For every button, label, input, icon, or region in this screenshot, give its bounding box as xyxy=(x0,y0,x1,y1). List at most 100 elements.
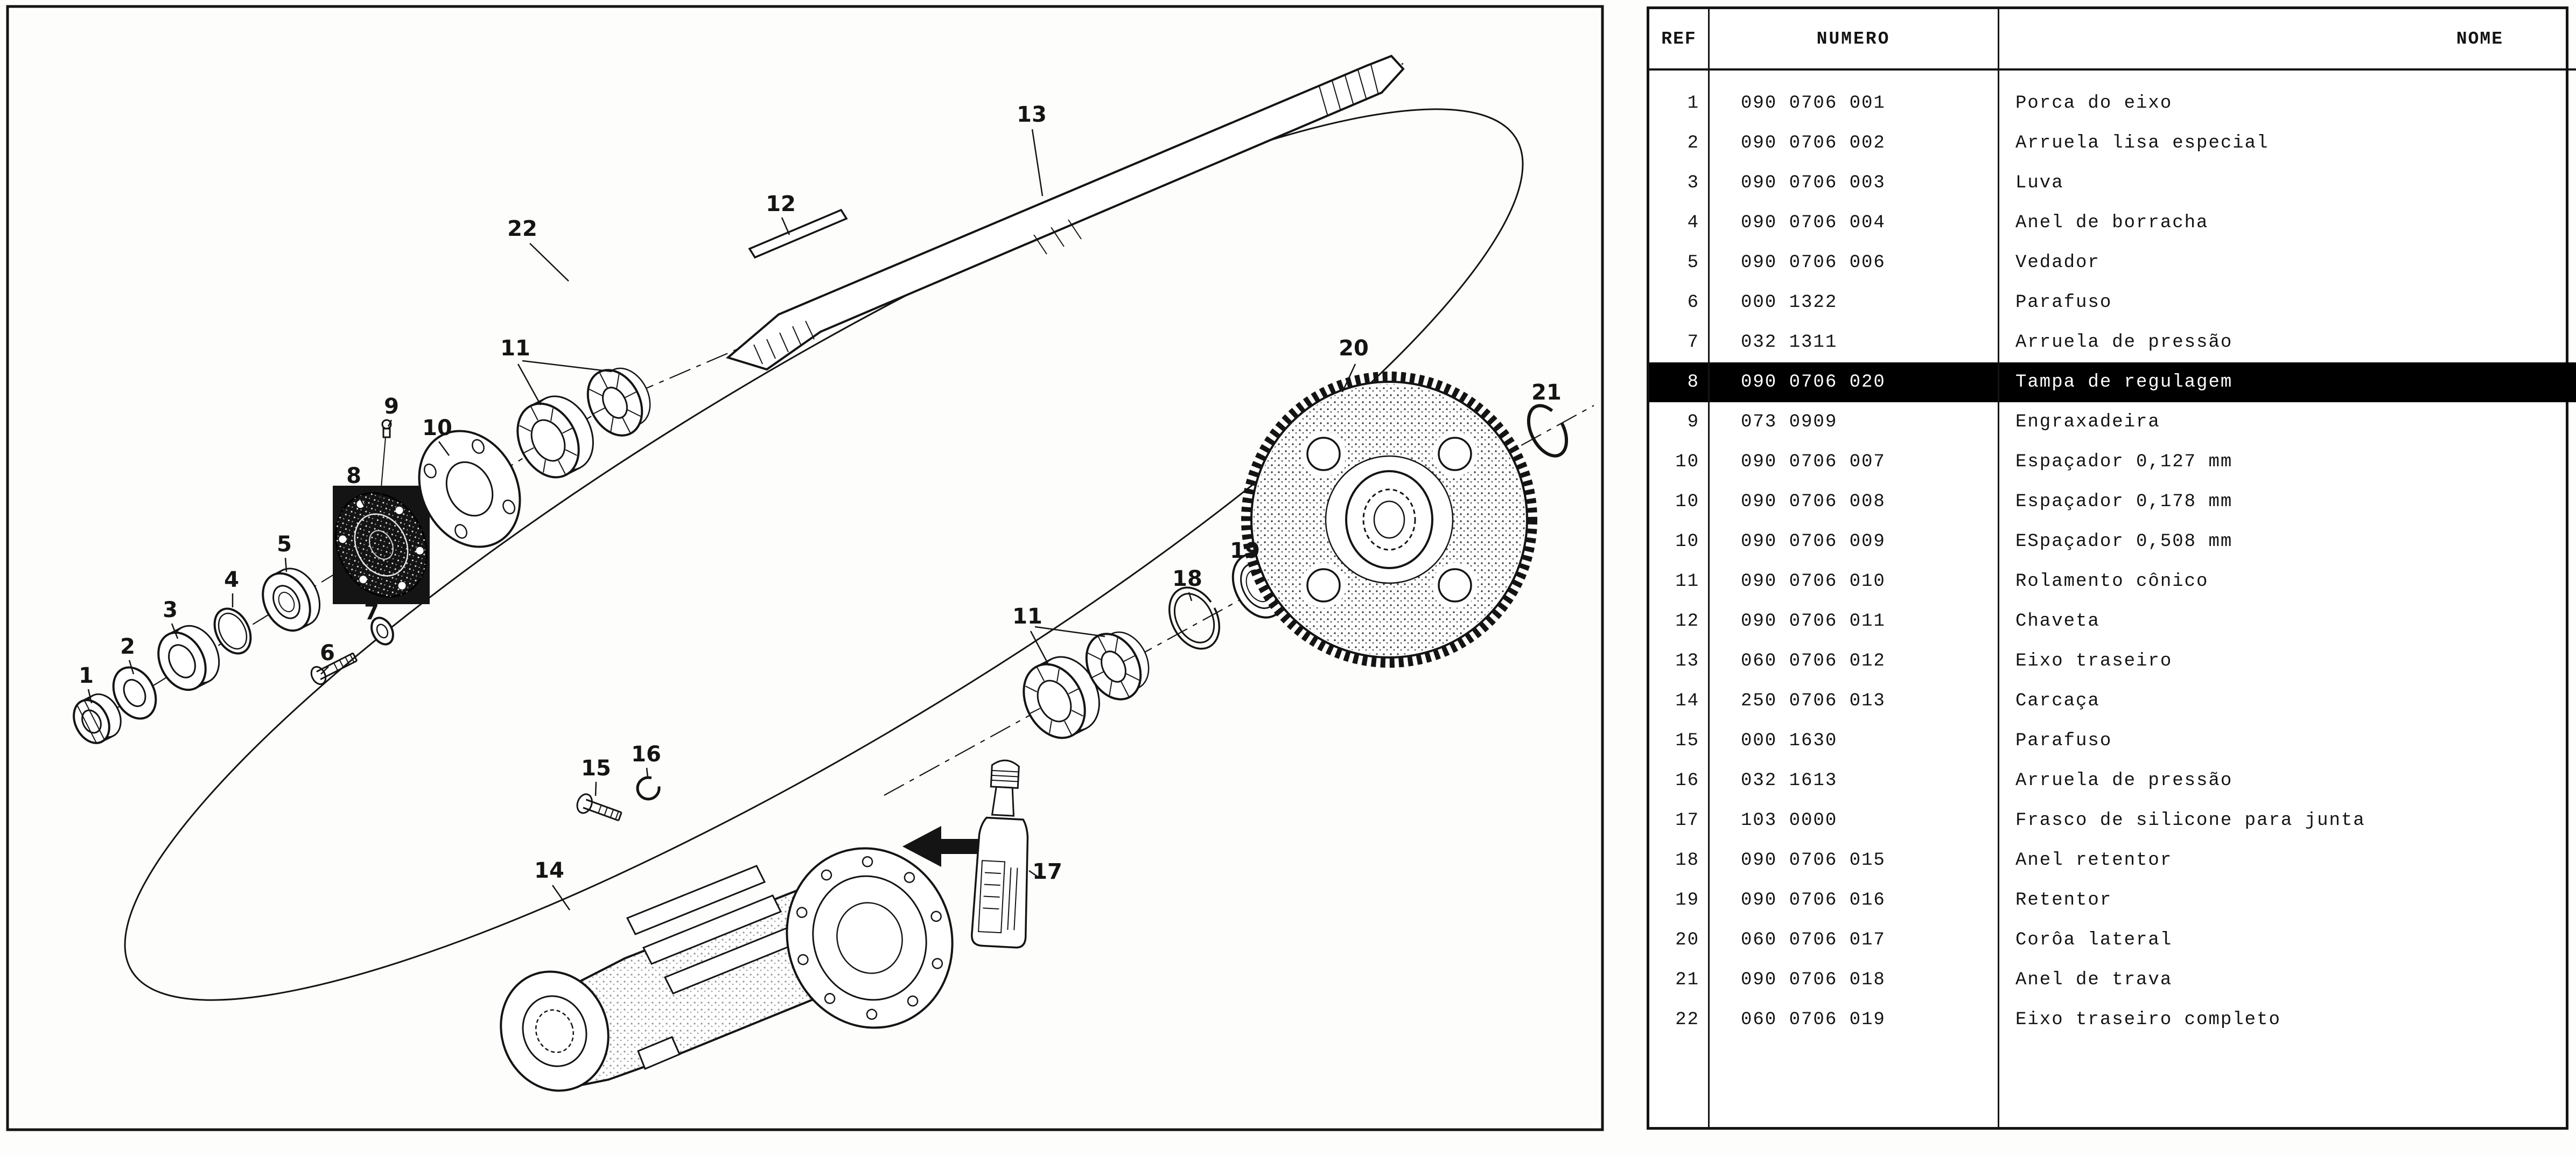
cell-numero: 090 0706 004 xyxy=(1709,203,1999,243)
filler-cell xyxy=(1649,1040,1709,1127)
seal-part-5 xyxy=(254,561,329,639)
callout-9: 9 xyxy=(384,394,399,419)
callout-17: 17 xyxy=(1032,859,1062,884)
cell-nome: Rolamento cônico xyxy=(1999,562,2576,601)
cell-nome: Engraxadeira xyxy=(1999,402,2576,442)
cell-numero: 090 0706 018 xyxy=(1709,960,1999,1000)
cell-nome: Carcaça xyxy=(1999,681,2576,721)
cell-nome: Chaveta xyxy=(1999,601,2576,641)
cell-nome: Arruela de pressão xyxy=(1999,761,2576,801)
cell-numero: 250 0706 013 xyxy=(1709,681,1999,721)
cell-ref: 17 xyxy=(1649,801,1709,841)
callout-20: 20 xyxy=(1339,336,1369,361)
callout-2: 2 xyxy=(120,634,135,659)
spacer-cell xyxy=(1709,69,1999,83)
cell-numero: 090 0706 003 xyxy=(1709,163,1999,203)
table-header-row: REF NUMERO NOME QUANT xyxy=(1649,9,2576,69)
callout-8: 8 xyxy=(346,464,361,488)
callout-14: 14 xyxy=(534,858,564,883)
callout-11-lower: 11 xyxy=(1012,604,1042,629)
callout-13: 13 xyxy=(1017,102,1047,127)
callout-11-upper: 11 xyxy=(500,336,530,361)
cell-numero: 000 1630 xyxy=(1709,721,1999,761)
cell-ref: 9 xyxy=(1649,402,1709,442)
cell-nome: Vedador xyxy=(1999,243,2576,283)
cell-ref: 12 xyxy=(1649,601,1709,641)
crown-gear-part-20 xyxy=(1246,376,1532,663)
spacer-cell xyxy=(1999,69,2576,83)
cell-numero: 090 0706 015 xyxy=(1709,841,1999,880)
bolt-part-15 xyxy=(575,792,623,825)
axle-shaft-part-13 xyxy=(728,56,1403,369)
cell-ref: 22 xyxy=(1649,1000,1709,1040)
cell-numero: 090 0706 001 xyxy=(1709,83,1999,123)
cell-ref: 8 xyxy=(1649,362,1709,402)
callout-10: 10 xyxy=(422,416,452,440)
col-header-numero: NUMERO xyxy=(1709,9,1999,69)
cell-nome: Corôa lateral xyxy=(1999,920,2576,960)
cell-ref: 21 xyxy=(1649,960,1709,1000)
callout-6: 6 xyxy=(320,641,335,666)
cell-nome: Frasco de silicone para junta xyxy=(1999,801,2576,841)
cell-ref: 5 xyxy=(1649,243,1709,283)
cell-nome: Anel de borracha xyxy=(1999,203,2576,243)
callout-15: 15 xyxy=(581,756,611,781)
cell-nome: Eixo traseiro completo xyxy=(1999,1000,2576,1040)
callout-1: 1 xyxy=(79,663,94,688)
callout-4: 4 xyxy=(224,568,239,592)
cell-ref: 19 xyxy=(1649,880,1709,920)
callout-19: 19 xyxy=(1230,538,1260,563)
silicone-bottle-part-17 xyxy=(971,759,1035,948)
filler-cell xyxy=(1999,1040,2576,1127)
cell-ref: 13 xyxy=(1649,641,1709,681)
cell-ref: 14 xyxy=(1649,681,1709,721)
cell-numero: 090 0706 009 xyxy=(1709,522,1999,562)
cell-ref: 7 xyxy=(1649,323,1709,362)
cell-numero: 090 0706 016 xyxy=(1709,880,1999,920)
cell-nome: Arruela lisa especial xyxy=(1999,123,2576,163)
cell-numero: 090 0706 020 xyxy=(1709,362,1999,402)
cell-numero: 090 0706 011 xyxy=(1709,601,1999,641)
callout-16: 16 xyxy=(631,742,661,767)
cell-nome: Parafuso xyxy=(1999,283,2576,323)
spacer-cell xyxy=(1649,69,1709,83)
cell-ref: 18 xyxy=(1649,841,1709,880)
cell-nome: Retentor xyxy=(1999,880,2576,920)
cell-nome: Espaçador 0,127 mm xyxy=(1999,442,2576,482)
cell-ref: 10 xyxy=(1649,442,1709,482)
cell-nome: Tampa de regulagem xyxy=(1999,362,2576,402)
cell-numero: 032 1613 xyxy=(1709,761,1999,801)
cell-ref: 10 xyxy=(1649,522,1709,562)
cell-nome: Luva xyxy=(1999,163,2576,203)
cell-numero: 103 0000 xyxy=(1709,801,1999,841)
assembly-arrow xyxy=(902,826,981,867)
cell-ref: 6 xyxy=(1649,283,1709,323)
cell-numero: 090 0706 002 xyxy=(1709,123,1999,163)
split-washer-part-16 xyxy=(638,778,659,799)
cell-nome: Eixo traseiro xyxy=(1999,641,2576,681)
cell-nome: Porca do eixo xyxy=(1999,83,2576,123)
callout-12: 12 xyxy=(766,192,796,216)
cell-nome: ESpaçador 0,508 mm xyxy=(1999,522,2576,562)
cell-nome: Arruela de pressão xyxy=(1999,323,2576,362)
filler-cell xyxy=(1709,1040,1999,1127)
cell-ref: 15 xyxy=(1649,721,1709,761)
cell-numero: 060 0706 012 xyxy=(1709,641,1999,681)
cell-ref: 2 xyxy=(1649,123,1709,163)
